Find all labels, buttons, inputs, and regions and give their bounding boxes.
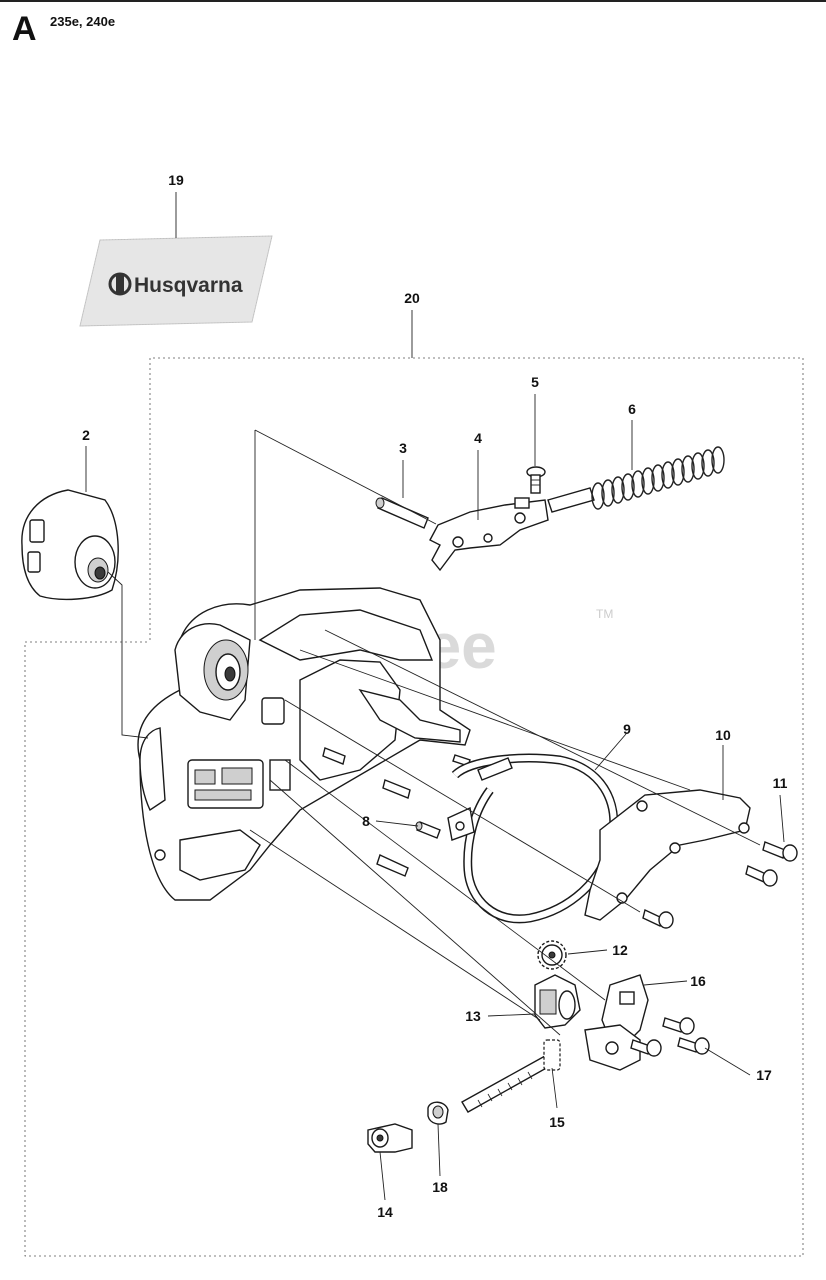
screw-part-11[interactable] xyxy=(762,841,798,862)
screw-part-17[interactable] xyxy=(662,1017,695,1035)
pin-part-3[interactable] xyxy=(375,497,429,529)
callout-12[interactable]: 12 xyxy=(612,942,628,958)
clutch-cover-part-2[interactable] xyxy=(21,489,119,601)
section-letter: A xyxy=(12,10,37,48)
callout-13[interactable]: 13 xyxy=(465,1008,481,1024)
tensioner-screw-part-15[interactable] xyxy=(461,1039,561,1113)
watermark-tm: TM xyxy=(596,607,613,621)
tensioner-bracket-part-16[interactable] xyxy=(584,974,649,1071)
model-numbers: 235e, 240e xyxy=(50,14,116,29)
spring-part-6[interactable] xyxy=(547,446,725,513)
tensioner-part-13[interactable] xyxy=(534,974,581,1029)
leader-lines xyxy=(85,192,785,1201)
callout-2[interactable]: 2 xyxy=(82,427,90,443)
callout-17[interactable]: 17 xyxy=(756,1067,772,1083)
callout-6[interactable]: 6 xyxy=(628,401,636,417)
pin-part-8[interactable] xyxy=(415,821,441,839)
clip-part-18[interactable] xyxy=(427,1101,449,1125)
callout-labels: 19 20 2 3 4 5 6 8 9 10 11 12 13 14 15 16… xyxy=(82,172,788,1220)
callout-5[interactable]: 5 xyxy=(531,374,539,390)
husqvarna-logo-icon xyxy=(108,272,132,296)
callout-11[interactable]: 11 xyxy=(773,775,788,791)
guide-plate-part-10[interactable] xyxy=(584,789,751,921)
assembly-box xyxy=(24,357,804,1257)
callout-16[interactable]: 16 xyxy=(690,973,706,989)
decal-brand-text: Husqvarna xyxy=(134,274,243,297)
brake-band-part-9[interactable] xyxy=(447,753,619,924)
clutch-cover-housing-part-20[interactable] xyxy=(137,587,471,901)
decal-part-19[interactable]: Husqvarna xyxy=(79,235,273,327)
callout-14[interactable]: 14 xyxy=(377,1204,393,1220)
screw-part-17-b[interactable] xyxy=(677,1037,710,1055)
tensioner-nut-part-14[interactable] xyxy=(367,1123,413,1153)
gear-part-12[interactable] xyxy=(537,940,567,970)
callout-9[interactable]: 9 xyxy=(623,721,631,737)
callout-10[interactable]: 10 xyxy=(715,727,731,743)
callout-4[interactable]: 4 xyxy=(474,430,482,446)
callout-8[interactable]: 8 xyxy=(362,813,370,829)
brake-lever-part-4[interactable] xyxy=(429,497,549,572)
screw-part-17-c[interactable] xyxy=(630,1039,662,1057)
callout-3[interactable]: 3 xyxy=(399,440,407,456)
callout-20[interactable]: 20 xyxy=(404,290,420,306)
screw-part-11-c[interactable] xyxy=(642,909,674,929)
screw-part-11-b[interactable] xyxy=(745,865,778,887)
callout-18[interactable]: 18 xyxy=(432,1179,448,1195)
screw-part-5[interactable] xyxy=(526,466,546,494)
top-border xyxy=(0,0,826,2)
callout-15[interactable]: 15 xyxy=(549,1114,565,1130)
callout-19[interactable]: 19 xyxy=(168,172,184,188)
